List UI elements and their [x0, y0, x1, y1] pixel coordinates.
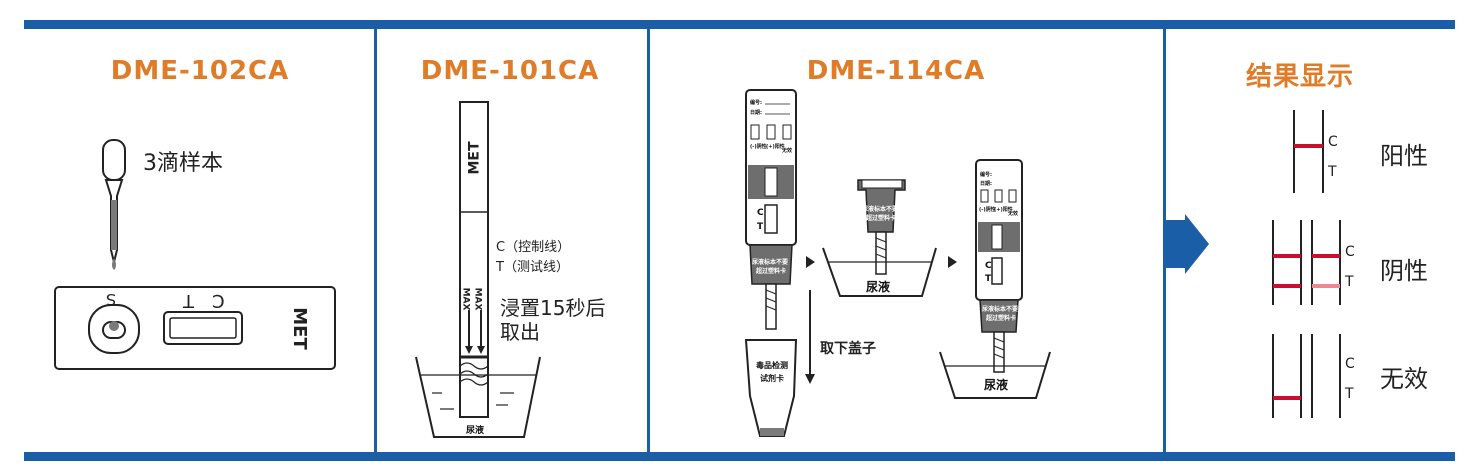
card-t-label: T [757, 222, 764, 232]
negative-c-label: C [1345, 244, 1355, 260]
strip-drug-label: MET [466, 141, 483, 175]
cap-label-line2: 试剂卡 [760, 374, 784, 383]
result-invalid-lines [1272, 334, 1341, 418]
result-card-warning-line2: 超过塑料卡 [986, 315, 1017, 322]
result-arrow-icon [1165, 214, 1209, 274]
dip-card-large [745, 89, 815, 384]
result-card-form-number: 编号: [980, 172, 992, 178]
panel4-title: 结果显示 [1245, 62, 1354, 92]
test-cassette-102 [54, 286, 336, 370]
result-card-t-label: T [985, 274, 992, 284]
card-form-date: 日期: [750, 110, 762, 116]
urine-cup-1 [415, 356, 541, 438]
invalid-t-label: T [1345, 386, 1354, 402]
panel2-title: DME-101CA [420, 56, 600, 86]
top-border-bar [24, 20, 1455, 29]
card-invalid-label: 无效 [782, 148, 793, 154]
cap-icon [744, 339, 798, 437]
arrow-right-2 [948, 256, 957, 268]
dropper-icon [102, 139, 126, 270]
result-card-invalid-label: 无效 [1008, 211, 1019, 217]
result-card-form-date: 日期: [980, 181, 992, 187]
strip-max-label-1: MAX [460, 287, 471, 311]
card-neg-label: (-)阴性 [750, 144, 767, 150]
sample-well-label: S [106, 290, 117, 309]
positive-t-label: T [1328, 164, 1337, 180]
card-pos-label: (+)阳性 [766, 144, 785, 150]
panel1-instruction: 3滴样本 [143, 151, 223, 176]
arrow-right-1 [806, 256, 815, 268]
card-warning-line2: 超过塑料卡 [756, 268, 787, 275]
result-positive-label: 阳性 [1380, 142, 1428, 170]
bottom-border-bar [24, 452, 1455, 461]
card-form-number: 编号: [750, 100, 762, 106]
result-card-neg-label: (-)阴性 [979, 207, 996, 213]
panel3-title: DME-114CA [806, 56, 986, 86]
panel2-instruction-line2: 取出 [500, 320, 540, 344]
result-negative-label: 阴性 [1380, 257, 1428, 285]
result-card-warning-line1: 尿液标本不要 [982, 306, 1019, 313]
result-negative-lines [1272, 220, 1341, 305]
cassette-t-label: T [183, 290, 194, 311]
test-strip-101 [459, 101, 489, 418]
control-line-note: C（控制线） [496, 240, 571, 255]
panel2-instruction-line1: 浸置15秒后 [500, 296, 606, 320]
divider-1 [374, 29, 377, 453]
cup2-label: 尿液 [866, 280, 891, 294]
test-line-note: T（测试线） [496, 260, 569, 275]
divider-3 [1163, 29, 1166, 453]
result-card-c-label: C [985, 261, 992, 271]
positive-c-label: C [1328, 134, 1338, 150]
cassette-c-label: C [212, 290, 225, 311]
invalid-c-label: C [1345, 356, 1355, 372]
result-card-pos-label: (+)阳性 [994, 207, 1013, 213]
cup3-label: 尿液 [984, 378, 1009, 392]
dip-card-in-cup [822, 179, 937, 297]
dip-card-result [939, 159, 1051, 399]
cap-label-line1: 毒品检测 [756, 361, 788, 370]
cassette-drug-label: MET [288, 307, 310, 350]
remove-cap-label: 取下盖子 [820, 341, 876, 357]
cup-card-warning-line2: 超过塑料卡 [866, 215, 897, 222]
result-positive-lines [1293, 110, 1324, 193]
card-c-label: C [757, 208, 764, 218]
result-invalid-label: 无效 [1380, 365, 1428, 393]
card-warning-line1: 尿液标本不要 [752, 259, 789, 266]
strip-max-label-2: MAX [472, 287, 483, 311]
cup1-label: 尿液 [466, 426, 485, 436]
negative-t-label: T [1345, 274, 1354, 290]
divider-2 [647, 29, 650, 453]
panel1-title: DME-102CA [110, 56, 290, 86]
cup-card-warning-line1: 尿液标本不要 [862, 206, 899, 213]
